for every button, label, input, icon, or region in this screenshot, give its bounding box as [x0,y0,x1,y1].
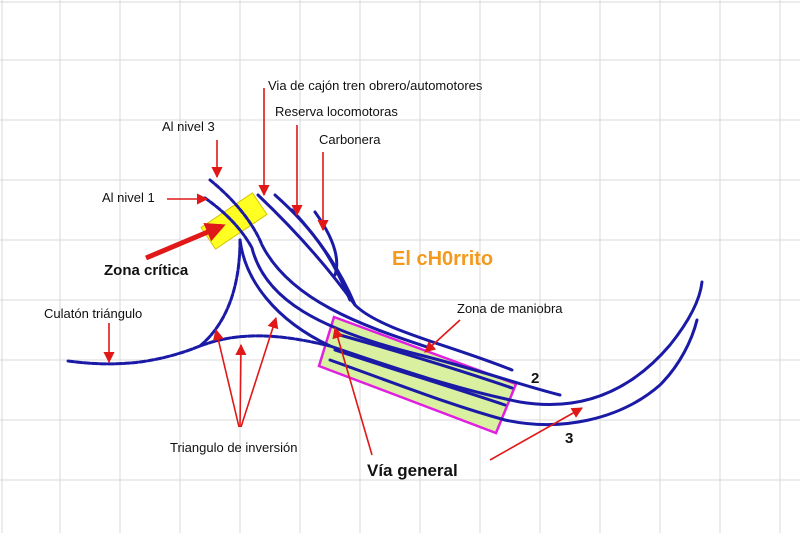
annotation-arrows [103,88,583,461]
label-zona-critica: Zona crítica [104,262,189,279]
track-e [290,208,357,307]
yard-line-1 [338,333,514,390]
label-via-cajon: Via de cajón tren obrero/automotores [268,78,483,93]
yard-line-2 [333,348,507,407]
triangle-left-leg [198,238,242,348]
label-zona-maniobra: Zona de maniobra [457,301,563,316]
label-reserva: Reserva locomotoras [275,104,398,119]
track-f [313,210,339,277]
arrow-via-general [332,326,373,456]
arrow-track-3 [489,407,583,461]
label-triangulo: Triangulo de inversión [170,440,298,455]
label-via-general: Vía general [367,461,458,480]
track-b [260,243,432,350]
label-carbonera: Carbonera [319,132,381,147]
track-3 [328,318,699,426]
arrow-zona-critica [145,222,226,261]
label-culaton: Culatón triángulo [44,306,143,321]
triangle-right-leg [238,238,332,348]
tracks [66,178,704,426]
arrow-triangle-1 [212,328,240,428]
label-al-nivel-3: Al nivel 3 [162,119,215,134]
track-nivel-3 [208,178,264,247]
label-track-3: 3 [565,430,574,447]
diagram-title: El cH0rrito [392,248,494,270]
track-a [250,246,562,397]
track-2 [328,280,704,406]
label-al-nivel-1: Al nivel 1 [102,190,155,205]
arrow-triangle-3 [240,316,279,428]
label-track-2: 2 [531,370,540,387]
track-nivel-1 [203,196,254,250]
arrow-maniobra [424,319,461,353]
arrow-triangle-2 [235,343,247,428]
